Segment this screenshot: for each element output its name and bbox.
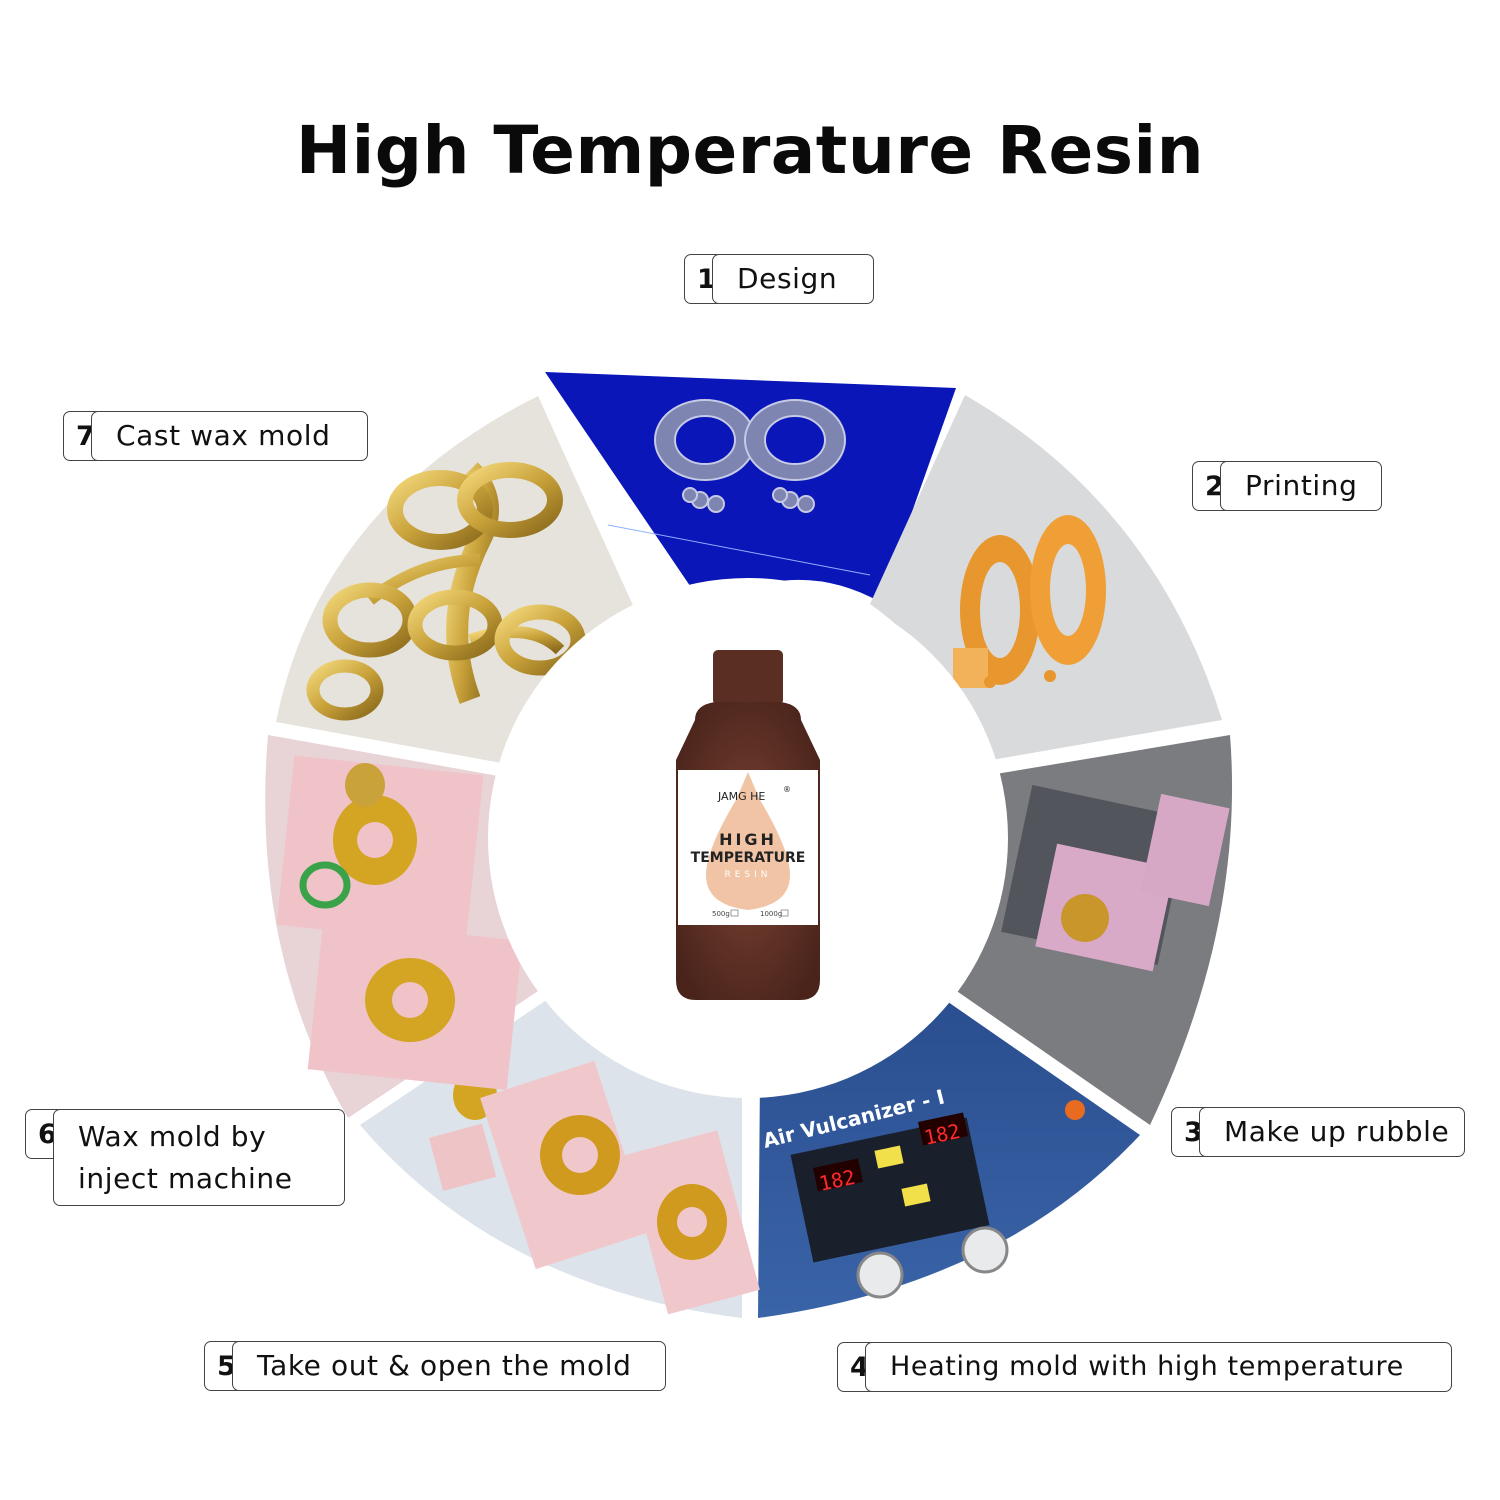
step-label: Heating mold with high temperature	[865, 1342, 1452, 1392]
segment-wax-mold-image	[265, 735, 550, 1118]
page-title: High Temperature Resin	[295, 112, 1205, 189]
bottle-size-500: 500g	[712, 910, 730, 918]
ring-model-left	[654, 399, 756, 513]
step-6-wax-mold-inject: 6 Wax mold by inject machine	[25, 1109, 345, 1206]
resin-bottle: JAMG HE ® HIGH TEMPERATURE RESIN 500g 10…	[676, 650, 820, 1000]
bottle-line-high: HIGH	[719, 830, 777, 849]
step-4-heating-mold: 4 Heating mold with high temperature	[837, 1342, 1452, 1392]
bottle-line-resin: RESIN	[724, 870, 771, 880]
bottle-line-temperature: TEMPERATURE	[691, 850, 806, 866]
step-label: Printing	[1220, 461, 1382, 511]
step-3-make-up-rubble: 3 Make up rubble	[1171, 1107, 1465, 1157]
ring-model-right	[744, 399, 846, 513]
step-label: Cast wax mold	[91, 411, 368, 461]
step-7-cast-wax-mold: 7 Cast wax mold	[63, 411, 368, 461]
step-2-printing: 2 Printing	[1192, 461, 1382, 511]
step-1-design: 1 Design	[684, 254, 874, 304]
step-label: Design	[712, 254, 874, 304]
segment-cast-wax-image	[276, 396, 636, 766]
step-label: Take out & open the mold	[232, 1341, 666, 1391]
bottle-size-1000: 1000g	[760, 910, 782, 918]
segment-heating-image: Air Vulcanizer - I 182 182	[758, 995, 1140, 1318]
segment-design-image	[545, 372, 956, 608]
step-label: Make up rubble	[1199, 1107, 1465, 1157]
step-label: Wax mold by inject machine	[53, 1109, 345, 1206]
step-5-take-out-open-mold: 5 Take out & open the mold	[204, 1341, 666, 1391]
segment-rubble-image	[948, 735, 1233, 1125]
segment-printing-image	[870, 395, 1222, 762]
bottle-reg-mark: ®	[783, 785, 791, 794]
bottle-brand: JAMG HE	[717, 790, 765, 803]
